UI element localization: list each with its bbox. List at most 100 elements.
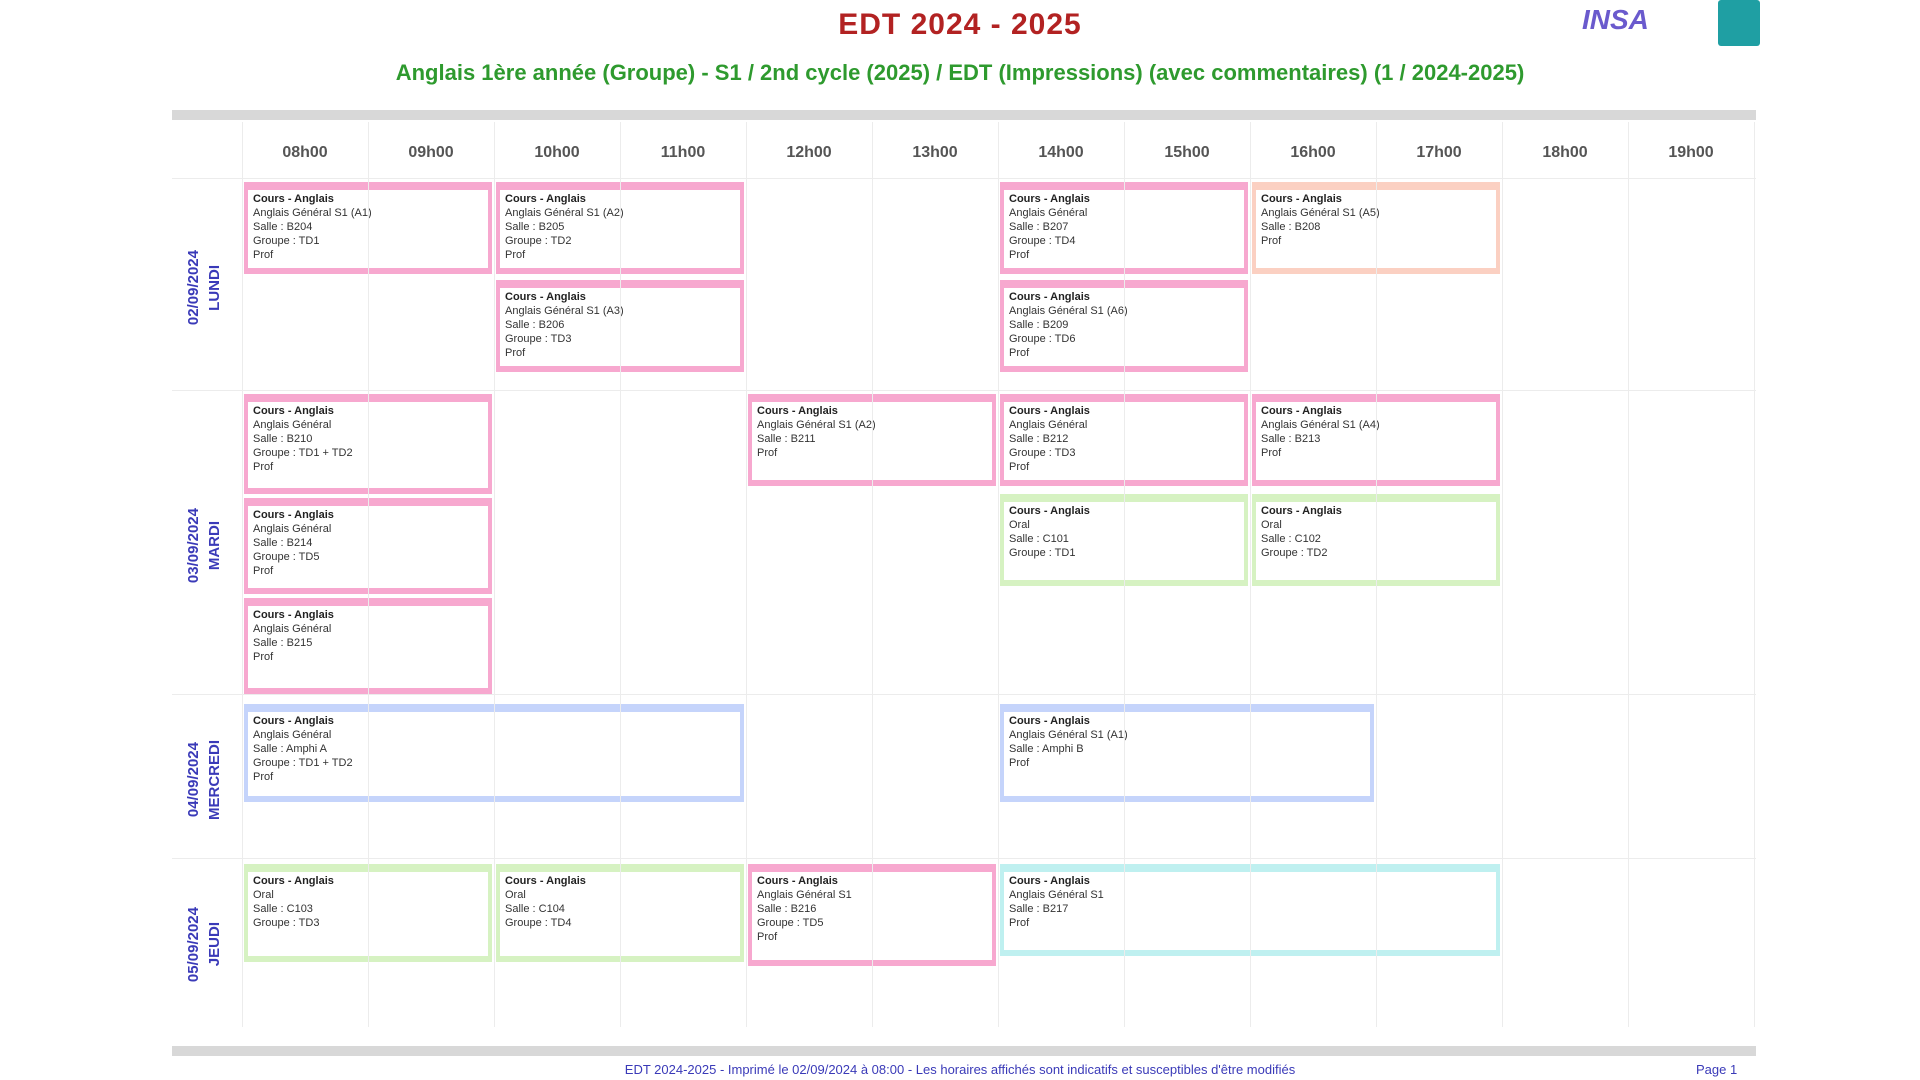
grid-vline <box>1754 122 1755 1027</box>
event-detail: Groupe : TD1 + TD2 <box>253 757 353 769</box>
event-detail: Groupe : TD1 + TD2 <box>253 447 353 459</box>
event-title: Cours - Anglais <box>1009 405 1090 417</box>
event-detail: Anglais Général S1 <box>757 889 852 901</box>
event-title: Cours - Anglais <box>757 875 838 887</box>
time-label: 11h00 <box>660 144 706 161</box>
event-title: Cours - Anglais <box>1009 193 1090 205</box>
day-date: 04/09/2024 <box>185 742 202 818</box>
grid-vline <box>998 122 999 1027</box>
day-name: MERCREDI <box>206 739 223 820</box>
event-detail: Anglais Général S1 (A2) <box>505 207 624 219</box>
time-label: 14h00 <box>1038 144 1084 161</box>
event-detail: Anglais Général S1 (A6) <box>1009 305 1128 317</box>
event-detail: Groupe : TD2 <box>505 235 572 247</box>
top-rule <box>172 110 1756 120</box>
event-detail: Salle : B215 <box>253 637 313 649</box>
event-detail: Groupe : TD2 <box>1261 547 1328 559</box>
event-title: Cours - Anglais <box>253 405 334 417</box>
event-detail: Groupe : TD5 <box>253 551 320 563</box>
event-title: Cours - Anglais <box>505 193 586 205</box>
event-detail: Salle : Amphi A <box>253 743 327 755</box>
grid-vline <box>1250 122 1251 1027</box>
event-detail: Anglais Général S1 (A2) <box>757 419 876 431</box>
event-detail: Groupe : TD1 <box>1009 547 1076 559</box>
day-date: 03/09/2024 <box>185 508 202 584</box>
event-detail: Groupe : TD1 <box>253 235 320 247</box>
event-detail: Prof <box>1261 235 1282 247</box>
event-detail: Anglais Général S1 (A3) <box>505 305 624 317</box>
event-title: Cours - Anglais <box>253 609 334 621</box>
event-detail: Prof <box>1009 461 1030 473</box>
time-label: 17h00 <box>1416 144 1462 161</box>
event-detail: Groupe : TD4 <box>505 917 572 929</box>
event-title: Cours - Anglais <box>1261 405 1342 417</box>
day-name: JEUDI <box>206 922 223 967</box>
day-date: 05/09/2024 <box>185 906 202 983</box>
event-detail: Salle : B207 <box>1009 221 1069 233</box>
event-detail: Salle : C104 <box>505 903 565 915</box>
grid-hline <box>172 694 1756 695</box>
event-detail: Anglais Général S1 (A4) <box>1261 419 1380 431</box>
event-detail: Prof <box>1009 249 1030 261</box>
event-detail: Prof <box>253 249 274 261</box>
event-detail: Salle : B212 <box>1009 433 1069 445</box>
page-number: Page 1 <box>1696 1062 1738 1077</box>
event-detail: Groupe : TD5 <box>757 917 824 929</box>
event-title: Cours - Anglais <box>1261 505 1342 517</box>
day-name: LUNDI <box>206 265 223 311</box>
footer-text: EDT 2024-2025 - Imprimé le 02/09/2024 à … <box>624 1062 1296 1077</box>
event-detail: Prof <box>1261 447 1282 459</box>
event-title: Cours - Anglais <box>253 193 334 205</box>
event-detail: Salle : B205 <box>505 221 565 233</box>
grid-hline <box>172 858 1756 859</box>
event-detail: Prof <box>253 461 274 473</box>
event-detail: Salle : B209 <box>1009 319 1069 331</box>
page-title: EDT 2024 - 2025 <box>838 8 1082 41</box>
event-title: Cours - Anglais <box>505 875 586 887</box>
page-subtitle: Anglais 1ère année (Groupe) - S1 / 2nd c… <box>395 60 1525 85</box>
event-detail: Anglais Général <box>1009 207 1088 219</box>
event-detail: Anglais Général S1 (A1) <box>253 207 372 219</box>
event-detail: Anglais Général <box>253 419 332 431</box>
day-date: 02/09/2024 <box>185 250 202 326</box>
event-detail: Salle : B210 <box>253 433 313 445</box>
grid-hline <box>172 178 1756 179</box>
time-label: 12h00 <box>786 144 832 161</box>
event-detail: Groupe : TD3 <box>1009 447 1076 459</box>
grid-vline <box>1124 122 1125 1027</box>
event-title: Cours - Anglais <box>1009 505 1090 517</box>
event-detail: Salle : B217 <box>1009 903 1069 915</box>
event-detail: Salle : C102 <box>1261 533 1321 545</box>
event-detail: Oral <box>1261 519 1282 531</box>
event-detail: Prof <box>505 249 526 261</box>
day-name: MARDI <box>206 521 223 571</box>
grid-vline <box>746 122 747 1027</box>
event-title: Cours - Anglais <box>505 291 586 303</box>
grid-vline <box>494 122 495 1027</box>
event-detail: Oral <box>505 889 526 901</box>
event-detail: Anglais Général S1 (A1) <box>1009 729 1128 741</box>
bottom-rule <box>172 1046 1756 1056</box>
event-detail: Salle : Amphi B <box>1009 743 1084 755</box>
logo: INSA <box>1582 0 1760 54</box>
grid-vline <box>1376 122 1377 1027</box>
event-detail: Salle : B213 <box>1261 433 1321 445</box>
event-detail: Groupe : TD4 <box>1009 235 1076 247</box>
event-detail: Salle : B204 <box>253 221 313 233</box>
event-detail: Anglais Général <box>253 729 332 741</box>
event-detail: Salle : B216 <box>757 903 817 915</box>
time-label: 19h00 <box>1668 144 1714 161</box>
time-label: 15h00 <box>1164 144 1210 161</box>
event-title: Cours - Anglais <box>1261 193 1342 205</box>
grid-vline <box>368 122 369 1027</box>
time-label: 16h00 <box>1290 144 1336 161</box>
grid-vline <box>1502 122 1503 1027</box>
time-label: 08h00 <box>282 144 328 161</box>
grid-hline <box>172 390 1756 391</box>
event-detail: Salle : C103 <box>253 903 313 915</box>
time-label: 18h00 <box>1542 144 1588 161</box>
